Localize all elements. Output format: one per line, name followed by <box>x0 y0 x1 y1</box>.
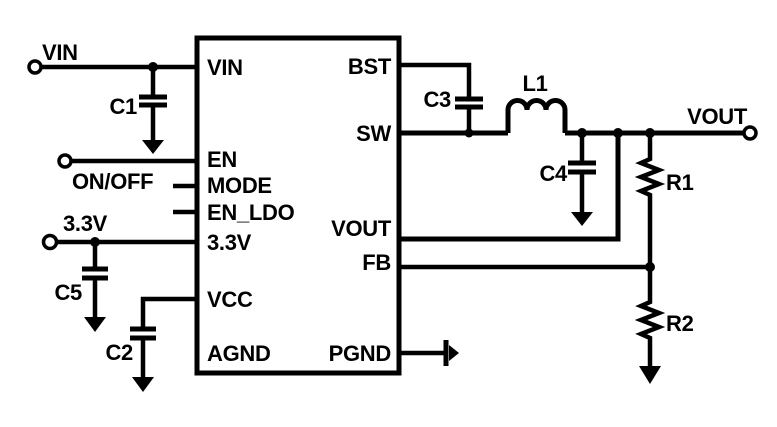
pin-label-vin: VIN <box>207 55 243 80</box>
ground-r2-icon <box>639 366 661 384</box>
ref-label-r1: R1 <box>666 170 694 195</box>
ref-label-c4: C4 <box>539 161 568 186</box>
terminal-3v3 <box>41 233 59 251</box>
ground-pgnd-icon <box>449 345 459 361</box>
pin-label-en: EN <box>207 147 237 172</box>
terminal-on-off <box>57 153 73 169</box>
pin-label-3v3: 3.3V <box>207 230 252 255</box>
ref-label-c2: C2 <box>105 340 133 365</box>
ground-c5-icon <box>84 317 106 332</box>
ref-label-l1: L1 <box>522 71 547 96</box>
ground-c2-icon <box>132 377 154 392</box>
resistor-r1 <box>634 133 666 267</box>
ref-label-c3: C3 <box>423 87 451 112</box>
pin-label-mode: MODE <box>207 173 272 198</box>
wire-bst <box>400 62 472 97</box>
inductor-l1 <box>505 98 568 133</box>
net-label-vin: VIN <box>42 40 78 65</box>
terminal-vout <box>742 125 758 141</box>
pin-label-pgnd: PGND <box>329 341 391 366</box>
pin-label-bst: BST <box>348 54 392 79</box>
pin-label-agnd: AGND <box>207 341 271 366</box>
wire-vout-feedback <box>400 133 621 242</box>
pin-label-sw: SW <box>356 121 391 146</box>
ref-label-r2: R2 <box>666 311 694 336</box>
ref-label-c5: C5 <box>54 280 82 305</box>
ground-c1-icon <box>142 140 164 154</box>
resistor-r2 <box>634 267 666 367</box>
pin-label-en-ldo: EN_LDO <box>207 200 295 225</box>
ref-label-c1: C1 <box>109 94 137 119</box>
pin-label-fb: FB <box>362 250 391 275</box>
terminal-vin <box>27 59 43 75</box>
net-label-vout: VOUT <box>687 104 748 129</box>
ic-body <box>194 35 402 376</box>
net-label-on-off: ON/OFF <box>72 169 153 194</box>
wire-vcc <box>140 296 197 327</box>
ground-c4-icon <box>571 212 593 226</box>
pin-label-vcc: VCC <box>207 287 253 312</box>
net-label-3v3: 3.3V <box>63 211 108 236</box>
pin-label-vout: VOUT <box>331 216 392 241</box>
